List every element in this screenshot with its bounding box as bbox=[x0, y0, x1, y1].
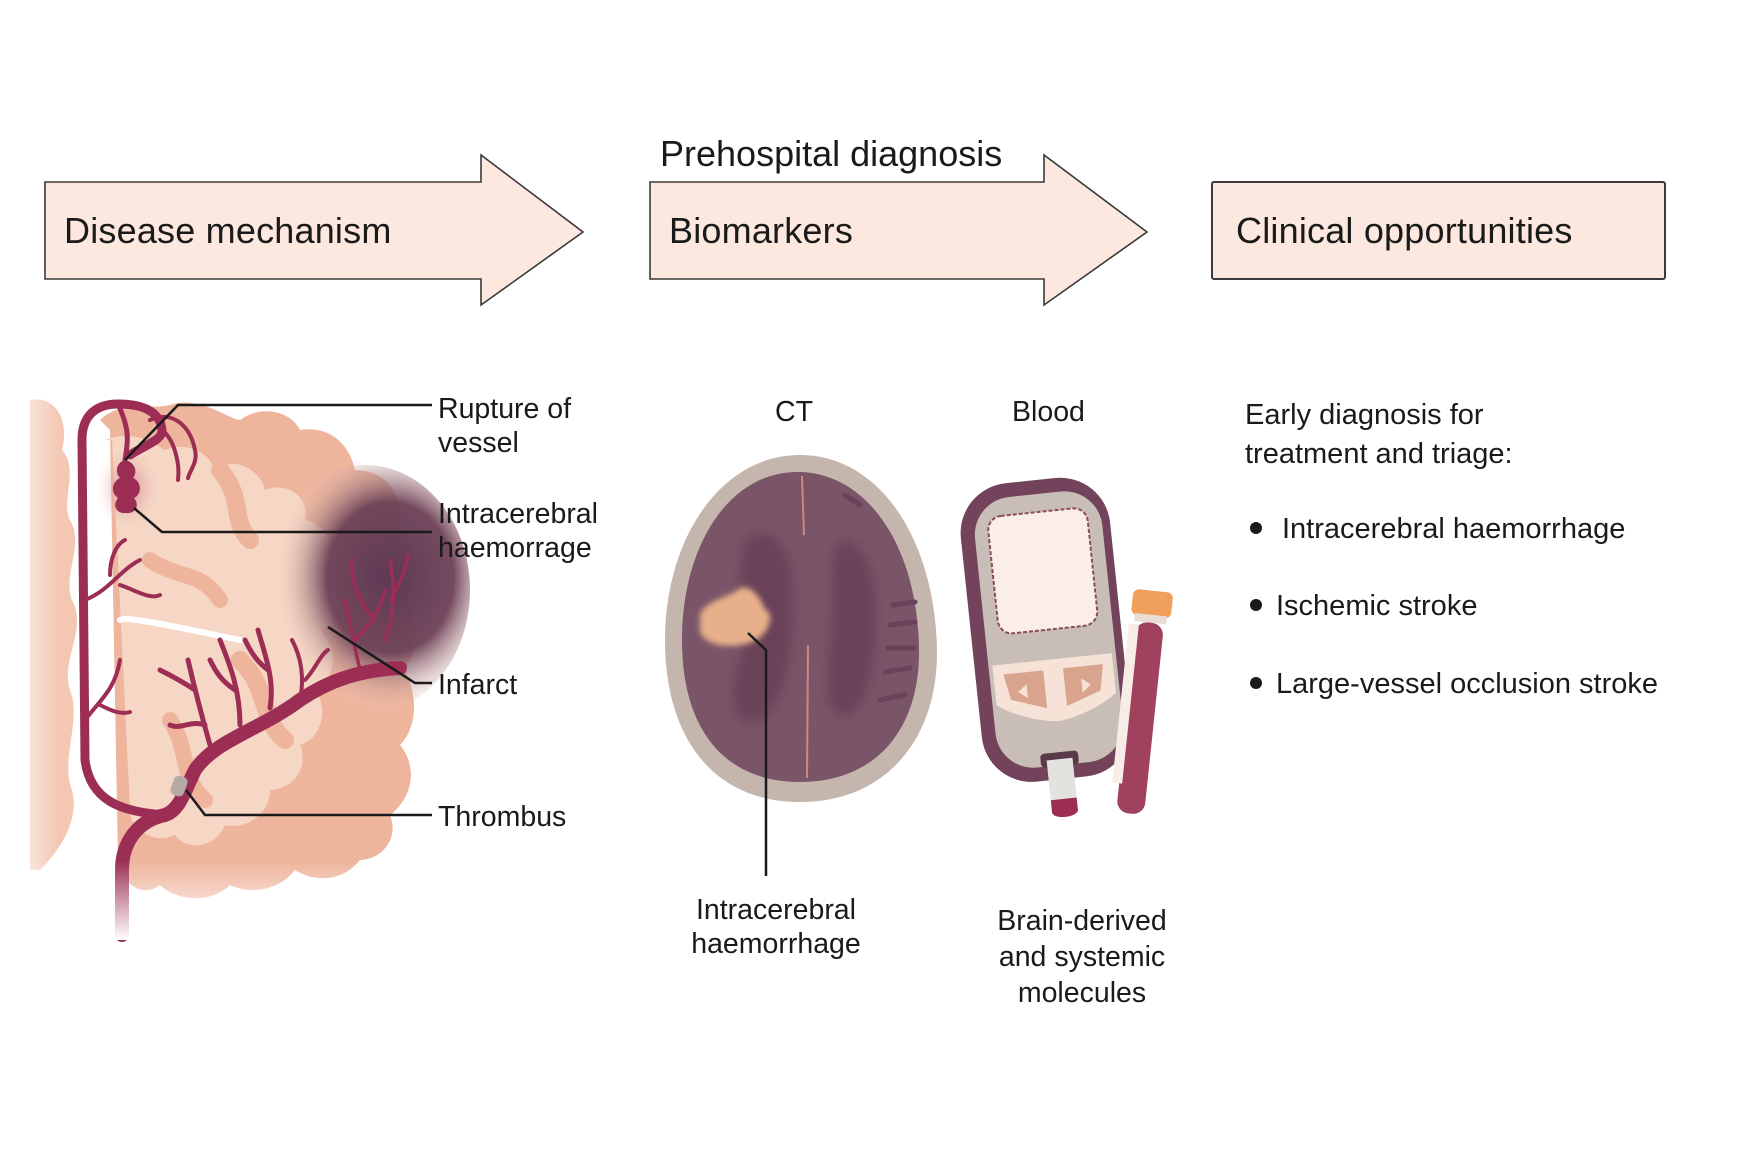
clinical-intro-line1: Early diagnosis for bbox=[1245, 399, 1484, 431]
bullet-icon bbox=[1250, 522, 1262, 535]
sulcus bbox=[231, 651, 294, 749]
clinical-list-item: Intracerebral haemorrhage bbox=[1250, 513, 1625, 546]
leader-infarct bbox=[327, 625, 432, 685]
infarct-region bbox=[260, 465, 470, 715]
leader-lines bbox=[124, 403, 432, 817]
tube-label bbox=[1112, 623, 1139, 784]
clinical-item-text: Intracerebral haemorrhage bbox=[1282, 513, 1626, 545]
stage-arrow-disease-mechanism bbox=[44, 153, 585, 307]
ct-caption-line2: haemorrhage bbox=[691, 928, 861, 960]
clinical-list-item: Ischemic stroke bbox=[1250, 590, 1477, 623]
leader-ich bbox=[133, 507, 432, 534]
sulcus bbox=[211, 461, 259, 549]
blood-caption-line1: Brain-derived bbox=[997, 905, 1167, 937]
clinical-intro-line2: treatment and triage: bbox=[1245, 438, 1513, 470]
leader-rupture bbox=[124, 403, 432, 461]
annotation-rupture: Rupture of vessel bbox=[438, 392, 571, 460]
strip-blood-drop bbox=[1050, 797, 1078, 817]
sulcus bbox=[142, 552, 228, 608]
vessel-tree bbox=[77, 399, 410, 942]
bullet-icon bbox=[1250, 599, 1262, 612]
clinical-item-text: Ischemic stroke bbox=[1276, 590, 1478, 622]
stage-arrow-biomarkers bbox=[649, 153, 1149, 307]
leader-thrombus bbox=[185, 789, 432, 817]
annotation-infarct-line1: Infarct bbox=[438, 669, 518, 701]
tube-cap bbox=[1131, 589, 1173, 619]
ich-blob bbox=[112, 460, 140, 514]
annotation-rupture-line1: Rupture of bbox=[438, 393, 572, 425]
ct-caption-line1: Intracerebral bbox=[696, 894, 856, 926]
tube-body bbox=[1117, 622, 1163, 814]
stage-label-clinical-opportunities: Clinical opportunities bbox=[1236, 210, 1573, 251]
blood-caption-line2: and systemic bbox=[998, 941, 1166, 973]
ct-lesion-haemorrhage bbox=[700, 587, 771, 646]
stage-label-disease-mechanism: Disease mechanism bbox=[64, 210, 392, 251]
thrombus bbox=[170, 775, 188, 797]
arrow-right-icon bbox=[1081, 678, 1091, 693]
leader-ct-ich bbox=[747, 632, 768, 876]
annotation-ich-line1: Intracerebral bbox=[438, 498, 598, 530]
bullet-icon bbox=[1250, 677, 1262, 690]
fade-overlay bbox=[0, 860, 460, 940]
clinical-list-item: Large-vessel occlusion stroke bbox=[1250, 668, 1658, 701]
ct-midline bbox=[806, 644, 809, 779]
prehospital-diagnosis-header: Prehospital diagnosis bbox=[660, 133, 1003, 174]
blood-tube bbox=[1112, 589, 1173, 814]
clinical-item-text: Large-vessel occlusion stroke bbox=[1276, 668, 1659, 700]
annotation-thrombus-line1: Thrombus bbox=[438, 801, 567, 833]
tube-neck bbox=[1134, 613, 1167, 625]
arrow-left-icon bbox=[1018, 684, 1028, 699]
blood-title: Blood bbox=[1012, 396, 1085, 428]
annotation-rupture-line2: vessel bbox=[438, 427, 519, 459]
annotation-ich-line2: haemorrage bbox=[438, 532, 592, 564]
sulcus bbox=[162, 712, 213, 808]
stage-label-biomarkers: Biomarkers bbox=[669, 210, 854, 251]
ct-midline bbox=[801, 475, 805, 536]
annotation-thrombus: Thrombus bbox=[438, 800, 566, 834]
stage-box-clinical-opportunities bbox=[1211, 181, 1666, 280]
blood-caption: Brain-derived and systemic molecules bbox=[962, 903, 1202, 1011]
fissure bbox=[117, 616, 243, 643]
glucose-meter bbox=[960, 477, 1132, 817]
annotation-ich: Intracerebral haemorrage bbox=[438, 497, 598, 565]
meter-screen bbox=[987, 507, 1099, 635]
ct-sulci bbox=[842, 492, 918, 703]
annotation-infarct: Infarct bbox=[438, 668, 517, 702]
clinical-intro: Early diagnosis for treatment and triage… bbox=[1245, 396, 1513, 474]
blood-caption-line3: molecules bbox=[1017, 977, 1147, 1009]
fade-overlay bbox=[0, 380, 60, 940]
ct-title: CT bbox=[775, 396, 813, 428]
ct-caption: Intracerebral haemorrhage bbox=[656, 893, 896, 961]
